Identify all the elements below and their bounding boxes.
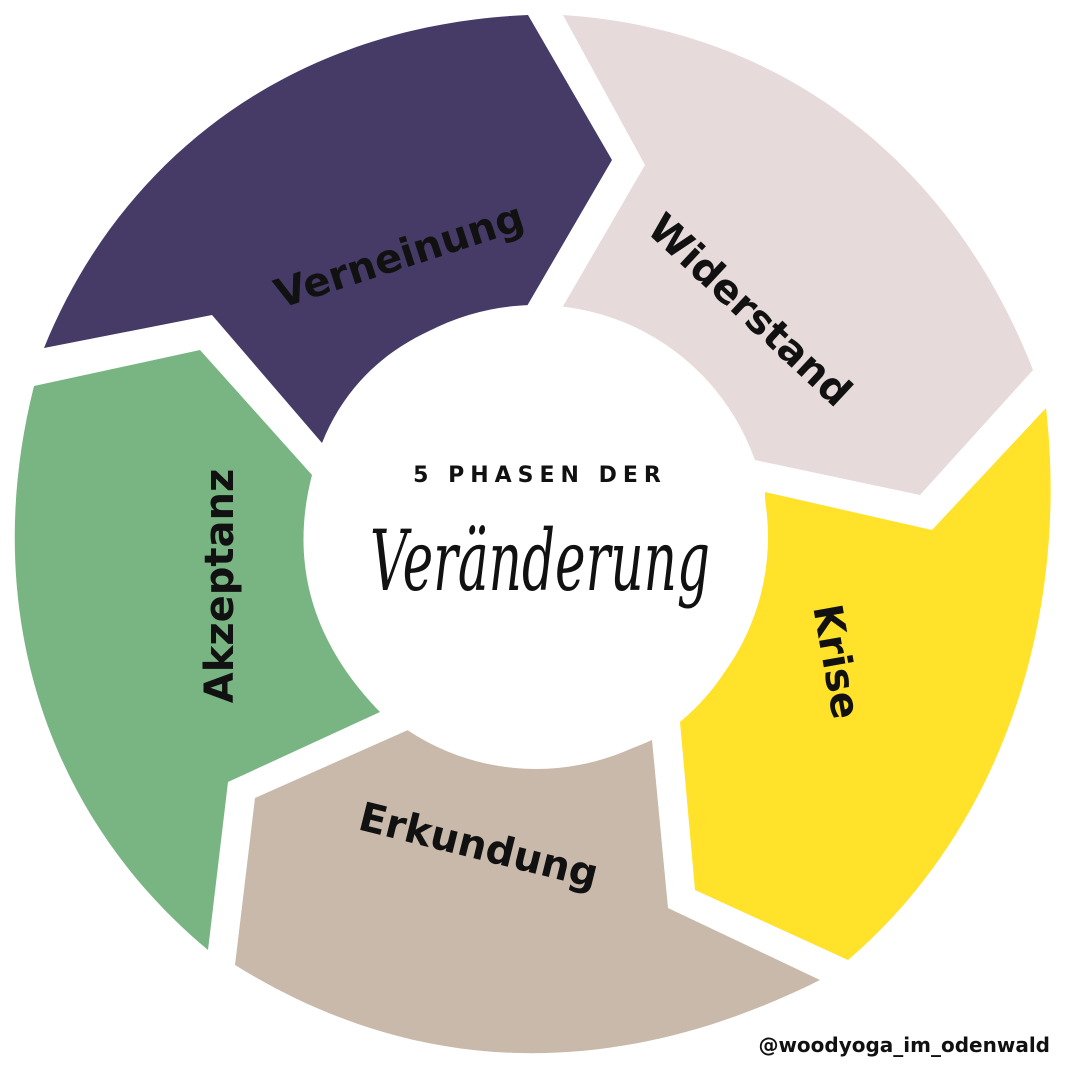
center-title: Veränderung — [370, 512, 710, 610]
center-disc — [304, 305, 768, 769]
label-akzeptanz: Akzeptanz — [197, 469, 243, 703]
segment-erkundung — [235, 730, 820, 1054]
segment-akzeptanz — [14, 350, 380, 950]
center-kicker: 5 PHASEN DER — [413, 463, 667, 488]
social-handle: @woodyoga_im_odenwald — [758, 1033, 1050, 1057]
segment-krise — [680, 408, 1051, 960]
segment-verneinung — [44, 15, 612, 443]
segment-widerstand — [562, 15, 1033, 495]
